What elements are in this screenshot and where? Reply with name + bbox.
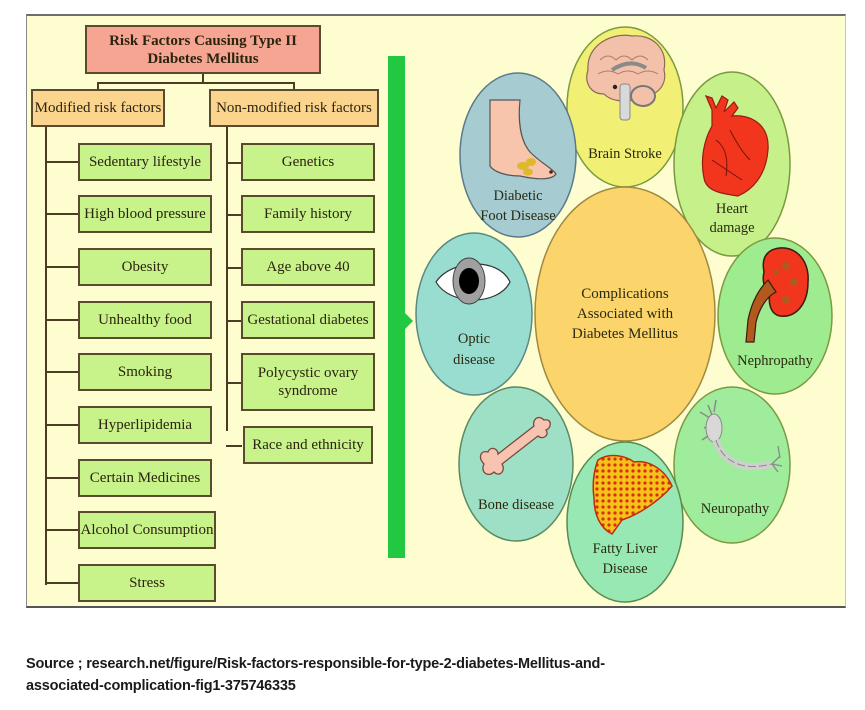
complication-label: disease [453, 352, 495, 368]
neuron-icon [699, 399, 783, 473]
complication-label: Brain Stroke [588, 146, 662, 162]
non-modified-trunk [226, 127, 228, 431]
modified-risk-item: Obesity [78, 248, 212, 286]
brain-icon [586, 34, 666, 121]
modified-risk-item: Stress [78, 564, 216, 602]
connector [226, 320, 242, 322]
heart-icon [701, 95, 769, 197]
complication-brain-stroke: Brain Stroke [566, 26, 684, 188]
risk-item-label: Sedentary lifestyle [88, 154, 202, 170]
complications-center: Complications Associated with Diabetes M… [534, 186, 716, 442]
non-modified-risk-header-label: Non-modified risk factors [216, 100, 372, 116]
title-line-2: Diabetes Mellitus [147, 50, 259, 67]
modified-risk-item: Certain Medicines [78, 459, 212, 497]
complication-label: Nephropathy [737, 353, 813, 369]
source-caption: Source ; research.net/figure/Risk-factor… [26, 653, 605, 697]
complication-label: Foot Disease [480, 208, 555, 224]
connector [45, 529, 79, 531]
complication-label: Bone disease [478, 497, 554, 513]
complication-fatty-liver: Fatty Liver Disease [566, 441, 684, 603]
complication-label: Diabetic [493, 188, 542, 204]
center-line-1: Complications [581, 286, 669, 302]
connector [97, 82, 99, 90]
connector [226, 214, 242, 216]
complication-label: Neuropathy [701, 501, 770, 517]
connector-bar [388, 56, 405, 558]
connector [45, 582, 79, 584]
risk-item-label: Unhealthy food [98, 312, 192, 328]
complication-label: Optic [458, 331, 490, 347]
modified-risk-header-label: Modified risk factors [34, 100, 162, 116]
connector [45, 371, 79, 373]
connector [226, 382, 242, 384]
risk-item-label: Genetics [281, 154, 335, 170]
connector [45, 424, 79, 426]
source-line-2: associated-complication-fig1-375746335 [26, 678, 296, 694]
risk-item-label: Gestational diabetes [247, 312, 369, 328]
modified-risk-item: Alcohol Consumption [78, 511, 216, 549]
modified-risk-item: High blood pressure [78, 195, 212, 233]
kidney-icon [745, 247, 809, 343]
complication-heart-damage: Heart damage [673, 71, 791, 257]
complication-diabetic-foot: Diabetic Foot Disease [459, 72, 577, 238]
arrow-right-icon [405, 313, 413, 329]
complication-label: damage [709, 220, 754, 236]
connector [226, 267, 242, 269]
modified-risk-item: Unhealthy food [78, 301, 212, 339]
connector [202, 74, 204, 83]
non-modified-risk-item: Gestational diabetes [241, 301, 375, 339]
risk-item-label: Family history [264, 206, 352, 222]
non-modified-risk-item: Age above 40 [241, 248, 375, 286]
risk-item-label: High blood pressure [84, 206, 206, 222]
modified-risk-item: Sedentary lifestyle [78, 143, 212, 181]
connector [45, 319, 79, 321]
risk-item-label: Obesity [121, 259, 169, 275]
complication-label: Heart [716, 201, 748, 217]
connector [97, 82, 294, 84]
risk-item-label: Stress [129, 575, 165, 591]
risk-item-label: Race and ethnicity [252, 437, 364, 453]
complication-nephropathy: Nephropathy [717, 237, 833, 395]
modified-risk-item: Smoking [78, 353, 212, 391]
non-modified-risk-header: Non-modified risk factors [209, 89, 379, 127]
risk-item-label: Smoking [117, 364, 173, 380]
modified-trunk [45, 127, 47, 585]
title-line-1: Risk Factors Causing Type II [109, 32, 297, 49]
connector [45, 266, 79, 268]
non-modified-risk-item: Race and ethnicity [243, 426, 373, 464]
connector [45, 213, 79, 215]
eye-icon [435, 257, 511, 305]
connector [45, 161, 79, 163]
bone-icon [479, 416, 551, 476]
connector [293, 82, 295, 90]
modified-risk-item: Hyperlipidemia [78, 406, 212, 444]
center-line-3: Diabetes Mellitus [572, 326, 678, 342]
connector [226, 162, 242, 164]
modified-risk-header: Modified risk factors [31, 89, 165, 127]
center-line-2: Associated with [577, 306, 674, 322]
risk-item-label: Alcohol Consumption [80, 522, 214, 538]
non-modified-risk-item: Family history [241, 195, 375, 233]
source-line-1: Source ; research.net/figure/Risk-factor… [26, 656, 605, 672]
connector [45, 477, 79, 479]
complication-optic-disease: Optic disease [415, 232, 533, 396]
complication-neuropathy: Neuropathy [673, 386, 791, 544]
risk-item-label: Hyperlipidemia [97, 417, 193, 433]
connector [226, 445, 242, 447]
risk-item-label: Polycystic ovary syndrome [257, 365, 359, 399]
foot-icon [489, 99, 557, 180]
liver-icon [592, 454, 673, 535]
risk-item-label: Certain Medicines [89, 470, 201, 486]
non-modified-risk-item: Polycystic ovary syndrome [241, 353, 375, 411]
complication-label: Disease [602, 561, 647, 577]
complication-bone-disease: Bone disease [458, 386, 574, 542]
complication-label: Fatty Liver [593, 541, 658, 557]
risk-item-label: Age above 40 [266, 259, 350, 275]
non-modified-risk-item: Genetics [241, 143, 375, 181]
